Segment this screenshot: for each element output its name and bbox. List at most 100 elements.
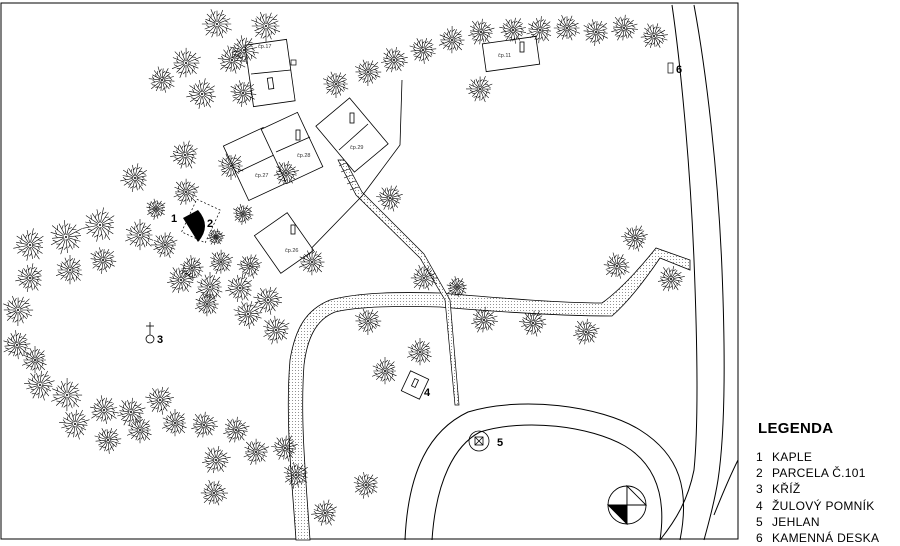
tree-icon (201, 9, 232, 39)
tree-icon (223, 416, 250, 443)
legend-label: KAPLE (772, 450, 813, 464)
map-border (0, 2, 739, 540)
marker-5: 5 (497, 437, 503, 449)
marker-1: 1 (171, 213, 177, 225)
tree-icon (24, 370, 55, 401)
tree-icon (311, 499, 337, 526)
legend-label: KŘÍŽ (772, 482, 801, 497)
tree-icon (195, 272, 223, 302)
tree-icon (148, 66, 175, 93)
tree-icon (468, 18, 495, 45)
legend-item: 4 ŽULOVÝ POMNÍK (756, 498, 896, 514)
svg-text:čp.11: čp.11 (498, 53, 511, 59)
tree-icon (583, 19, 608, 46)
tree-icon (237, 254, 262, 279)
legend-number: 4 (756, 498, 763, 513)
tree-icon (611, 14, 638, 41)
tree-icon (3, 330, 31, 360)
tree-icon (322, 71, 349, 98)
lower-road-outer (404, 403, 685, 541)
svg-text:čp.27: čp.27 (255, 173, 268, 179)
narrow-path (337, 159, 460, 406)
tree-icon (230, 80, 257, 107)
legend-number: 6 (756, 531, 763, 546)
tree-icon (233, 301, 263, 329)
main-road-edge-right (693, 4, 725, 541)
tree-icon (82, 207, 115, 242)
houses (222, 35, 541, 400)
tree-icon (657, 266, 685, 292)
stone-slab (667, 62, 674, 74)
tree-icon (170, 140, 198, 169)
tree-icon (51, 377, 83, 412)
svg-text:čp.17: čp.17 (258, 44, 271, 50)
tree-icon (202, 446, 231, 474)
tree-icon (243, 438, 270, 466)
tree-icon (217, 153, 244, 180)
tree-icon (354, 308, 382, 336)
tree-icon (471, 306, 498, 333)
tree-icon (499, 17, 527, 44)
marker-3: 3 (157, 334, 163, 346)
tree-icon (120, 163, 147, 192)
tree-icon (150, 231, 178, 259)
main-road-edge-left (659, 4, 698, 541)
tree-icon (90, 395, 119, 424)
tree-icon (573, 318, 600, 345)
svg-text:čp.29: čp.29 (350, 145, 363, 151)
legend-number: 2 (756, 466, 763, 481)
tree-icon (186, 78, 216, 109)
legend-item: 1 KAPLE (756, 449, 896, 465)
tree-icon (376, 185, 403, 212)
tree-icon (251, 11, 281, 42)
tree-icon (438, 25, 465, 54)
legend-title: LEGENDA (758, 420, 834, 437)
tree-icon (209, 249, 234, 275)
tree-icon (126, 416, 152, 444)
marker-4: 4 (424, 387, 431, 399)
tree-icon (207, 228, 225, 245)
tree-icon (125, 219, 154, 251)
chapel (181, 198, 221, 244)
tree-icon (526, 16, 552, 44)
tree-icon (145, 386, 174, 415)
road-spur (713, 459, 739, 516)
marker-6: 6 (676, 64, 682, 76)
tree-icon (194, 290, 219, 317)
tree-icon (225, 273, 252, 302)
dotted-path (287, 247, 691, 541)
tree-icon (353, 471, 378, 499)
tree-icon (59, 409, 90, 440)
tree-icon (21, 346, 47, 374)
tree-icon (117, 397, 146, 426)
tree-icon (191, 411, 218, 438)
tree-icon (15, 263, 42, 292)
small-square (290, 59, 297, 66)
tree-icon (271, 435, 298, 462)
tree-icon (90, 247, 117, 274)
marker-2: 2 (207, 218, 213, 230)
steps (338, 162, 359, 191)
tree-icon (3, 295, 34, 327)
tree-icon (55, 255, 83, 285)
tree-icon (273, 160, 299, 185)
legend-label: ŽULOVÝ POMNÍK (772, 498, 875, 513)
svg-text:čp.26: čp.26 (285, 248, 298, 254)
legend-number: 1 (756, 450, 763, 464)
tree-icon (94, 428, 122, 454)
svg-text:čp.28: čp.28 (297, 153, 310, 159)
tree-icon (253, 286, 282, 315)
tree-icon (50, 220, 83, 255)
tree-icon (410, 264, 439, 291)
tree-icon (173, 178, 200, 206)
tree-icon (233, 203, 254, 225)
lower-road-inner (431, 424, 663, 541)
trees (3, 9, 685, 526)
tree-icon (230, 35, 259, 64)
